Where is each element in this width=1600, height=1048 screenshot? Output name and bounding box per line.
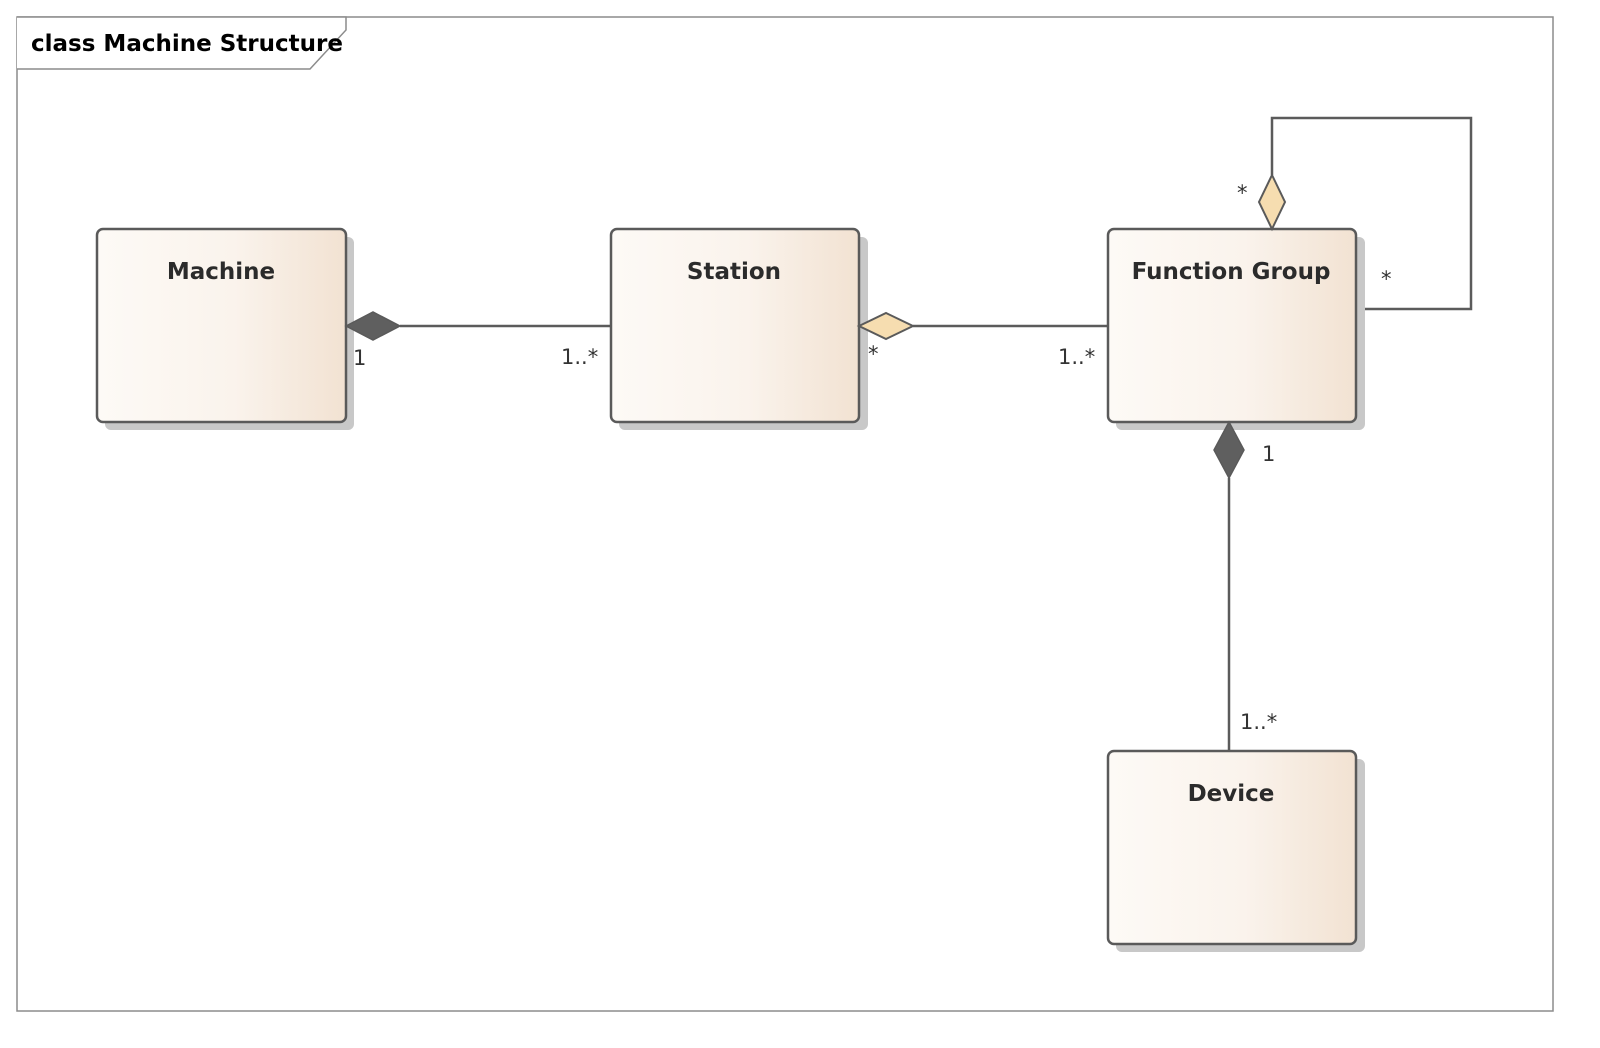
multiplicity-self-top: * <box>1237 181 1248 205</box>
function-group-self-connector[interactable] <box>1270 116 1473 311</box>
diagram-frame: class Machine Structure <box>16 16 1554 1012</box>
aggregation-diamond-icon <box>1257 172 1287 232</box>
class-box <box>1106 227 1358 424</box>
multiplicity-labels: 1 1..* * 1..* * * 1 1..* <box>353 181 1392 734</box>
class-device[interactable]: Device <box>1106 749 1365 952</box>
class-box <box>609 227 861 424</box>
class-name-machine: Machine <box>167 259 275 285</box>
class-function-group[interactable]: Function Group <box>1106 227 1365 430</box>
relationship-markers <box>344 172 1287 480</box>
multiplicity-function-group-end: 1..* <box>1058 345 1095 369</box>
multiplicity-station-end: 1..* <box>561 345 598 369</box>
frame-title-tab <box>17 16 347 70</box>
connectors <box>400 116 1473 751</box>
composition-diamond-icon <box>344 311 402 341</box>
class-station[interactable]: Station <box>609 227 868 430</box>
multiplicity-device-end: 1..* <box>1240 710 1277 734</box>
class-name-station: Station <box>687 259 781 285</box>
multiplicity-self-right: * <box>1381 267 1392 291</box>
multiplicity-machine-end: 1 <box>353 346 366 370</box>
class-box <box>95 227 348 424</box>
class-box <box>1106 749 1358 946</box>
multiplicity-function-group-composite-end: 1 <box>1262 442 1275 466</box>
class-name-device: Device <box>1188 781 1275 807</box>
class-name-function-group: Function Group <box>1132 259 1331 285</box>
multiplicity-station-aggregate-end: * <box>868 342 879 366</box>
class-machine[interactable]: Machine <box>95 227 354 430</box>
aggregation-diamond-icon <box>856 311 916 341</box>
frame-title: class Machine Structure <box>31 31 343 57</box>
composition-diamond-icon <box>1213 420 1245 480</box>
